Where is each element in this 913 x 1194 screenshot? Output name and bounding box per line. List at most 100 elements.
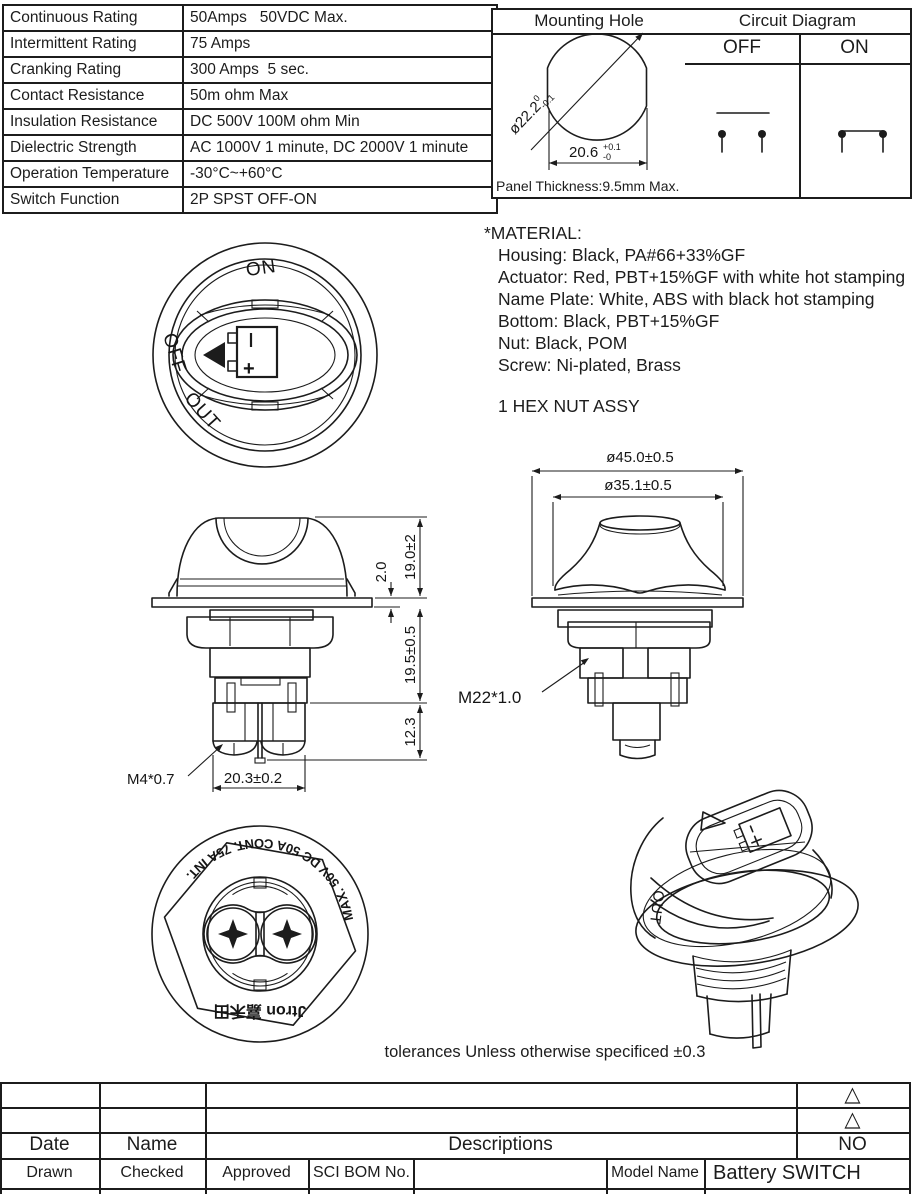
spec-label: Dielectric Strength xyxy=(2,134,184,162)
mounting-hole-title: Mounting Hole xyxy=(534,11,644,30)
divider xyxy=(606,1158,608,1194)
battery-icon xyxy=(733,807,792,853)
material-line: Nut: Black, POM xyxy=(498,333,628,353)
material-line: Bottom: Black, PBT+15%GF xyxy=(498,311,720,331)
panel-thickness-note: Panel Thickness:9.5mm Max. xyxy=(496,178,680,194)
divider xyxy=(796,1082,798,1158)
divider xyxy=(308,1158,310,1194)
material-line: Actuator: Red, PBT+15%GF with white hot … xyxy=(498,267,906,287)
dim-flange-thickness: 2.0 xyxy=(373,562,390,583)
dim-outer-dia: ø45.0±0.5 xyxy=(606,449,673,466)
divider xyxy=(0,1082,2,1194)
table-row: Switch Function 2P SPST OFF-ON xyxy=(2,186,498,214)
bushing-thread-label: M22*1.0 xyxy=(458,688,521,707)
hole-width-tol-upper: +0.1 xyxy=(603,142,621,152)
divider xyxy=(0,1132,911,1134)
title-block-sci-bom: SCI BOM No. xyxy=(313,1164,410,1181)
table-row: Insulation Resistance DC 500V 100M ohm M… xyxy=(2,108,498,136)
circuit-diagram-panel: Circuit Diagram OFF ON xyxy=(685,8,912,199)
phillips-screw-icon xyxy=(218,919,248,949)
divider xyxy=(0,1107,911,1109)
spec-value: 50Amps 50VDC Max. xyxy=(182,4,498,32)
title-block-approved: Approved xyxy=(222,1164,291,1181)
divider xyxy=(704,1158,706,1194)
bottom-view-drawing: MAX. 50V DC 50A CONT. 75A INT. Jtron 嘉禾田 xyxy=(151,825,369,1043)
hex-nut-note: 1 HEX NUT ASSY xyxy=(498,396,640,416)
material-line: Name Plate: White, ABS with black hot st… xyxy=(498,289,875,309)
tolerance-note: tolerances Unless otherwise specificed ±… xyxy=(384,1043,706,1061)
material-notes: *MATERIAL: Housing: Black, PA#66+33%GF A… xyxy=(484,222,913,417)
title-block: △ △ Date Name Descriptions NO Drawn Chec… xyxy=(0,1082,913,1194)
title-block-date-header: Date xyxy=(29,1134,70,1155)
spec-value: -30°C~+60°C xyxy=(182,160,498,188)
circuit-on-header: ON xyxy=(840,37,869,58)
screw-thread-label: M4*0.7 xyxy=(127,771,175,788)
spec-value: 2P SPST OFF-ON xyxy=(182,186,498,214)
title-block-drawn: Drawn xyxy=(26,1164,73,1181)
top-view-drawing: + ON OFF OUT xyxy=(152,242,378,468)
spec-value: 50m ohm Max xyxy=(182,82,498,110)
divider xyxy=(0,1082,911,1084)
mounting-hole-drawing: ø22.2 0 -0.1 20.6 +0.1 -0 xyxy=(506,32,648,170)
spec-value: AC 1000V 1 minute, DC 2000V 1 minute xyxy=(182,134,498,162)
revision-mark: △ xyxy=(844,1108,861,1131)
iso-out-label: OUT xyxy=(646,889,667,925)
dim-knob-dia: ø35.1±0.5 xyxy=(604,477,671,494)
spec-label: Insulation Resistance xyxy=(2,108,184,136)
pointer-arrow-icon xyxy=(203,342,225,368)
circuit-off-header: OFF xyxy=(723,37,761,58)
spec-label: Operation Temperature xyxy=(2,160,184,188)
circuit-diagram-title: Circuit Diagram xyxy=(738,11,857,30)
spec-value: 300 Amps 5 sec. xyxy=(182,56,498,84)
hole-diameter-tol-upper: 0 xyxy=(531,93,542,104)
side-view-drawing: ø45.0±0.5 ø35.1±0.5 xyxy=(458,449,744,760)
divider xyxy=(799,33,801,197)
material-line: Housing: Black, PA#66+33%GF xyxy=(498,245,746,265)
material-line: Screw: Ni-plated, Brass xyxy=(498,355,681,375)
divider xyxy=(0,1188,911,1190)
iso-view-drawing: OUT xyxy=(630,789,859,1049)
table-row: Cranking Rating 300 Amps 5 sec. xyxy=(2,56,498,84)
dim-terminal-height: 12.3 xyxy=(402,717,419,746)
brand-logo-text: Jtron 嘉禾田 xyxy=(214,1002,306,1021)
table-row: Dielectric Strength AC 1000V 1 minute, D… xyxy=(2,134,498,162)
spec-label: Intermittent Rating xyxy=(2,30,184,58)
front-view-drawing: 2.0 19.0±2 19.5±0.5 12.3 20.3±0.2 M4*0.7 xyxy=(127,516,427,792)
material-heading: *MATERIAL: xyxy=(484,223,582,243)
spec-label: Contact Resistance xyxy=(2,82,184,110)
title-block-descriptions-header: Descriptions xyxy=(448,1134,553,1155)
dim-knob-height: 19.0±2 xyxy=(402,534,419,580)
divider xyxy=(909,1082,911,1194)
title-block-model-value: Battery SWITCH xyxy=(713,1161,861,1184)
spec-table: Continuous Rating 50Amps 50VDC Max. Inte… xyxy=(2,4,498,214)
divider xyxy=(685,33,910,35)
title-block-name-header: Name xyxy=(126,1134,178,1155)
table-row: Continuous Rating 50Amps 50VDC Max. xyxy=(2,4,498,32)
spec-label: Cranking Rating xyxy=(2,56,184,84)
table-row: Operation Temperature -30°C~+60°C xyxy=(2,160,498,188)
spec-label: Continuous Rating xyxy=(2,4,184,32)
title-block-no-header: NO xyxy=(838,1134,867,1155)
spec-label: Switch Function xyxy=(2,186,184,214)
table-row: Contact Resistance 50m ohm Max xyxy=(2,82,498,110)
divider xyxy=(99,1082,101,1194)
hole-width-label: 20.6 xyxy=(569,144,598,161)
spec-value: 75 Amps xyxy=(182,30,498,58)
divider xyxy=(0,1158,911,1160)
triangle-mark-icon xyxy=(700,811,726,831)
top-view-on-label: ON xyxy=(245,256,278,281)
circuit-symbols xyxy=(716,112,887,153)
spec-value: DC 500V 100M ohm Min xyxy=(182,108,498,136)
battery-icon: + xyxy=(227,325,279,380)
dim-terminal-width: 20.3±0.2 xyxy=(224,770,282,787)
top-view-off-label: OFF xyxy=(158,331,190,376)
phillips-screw-icon xyxy=(272,919,302,949)
divider xyxy=(685,63,910,65)
divider xyxy=(413,1158,415,1194)
divider xyxy=(205,1082,207,1194)
table-row: Intermittent Rating 75 Amps xyxy=(2,30,498,58)
dim-body-height: 19.5±0.5 xyxy=(402,626,419,684)
title-block-checked: Checked xyxy=(120,1164,184,1181)
revision-mark: △ xyxy=(844,1083,861,1106)
